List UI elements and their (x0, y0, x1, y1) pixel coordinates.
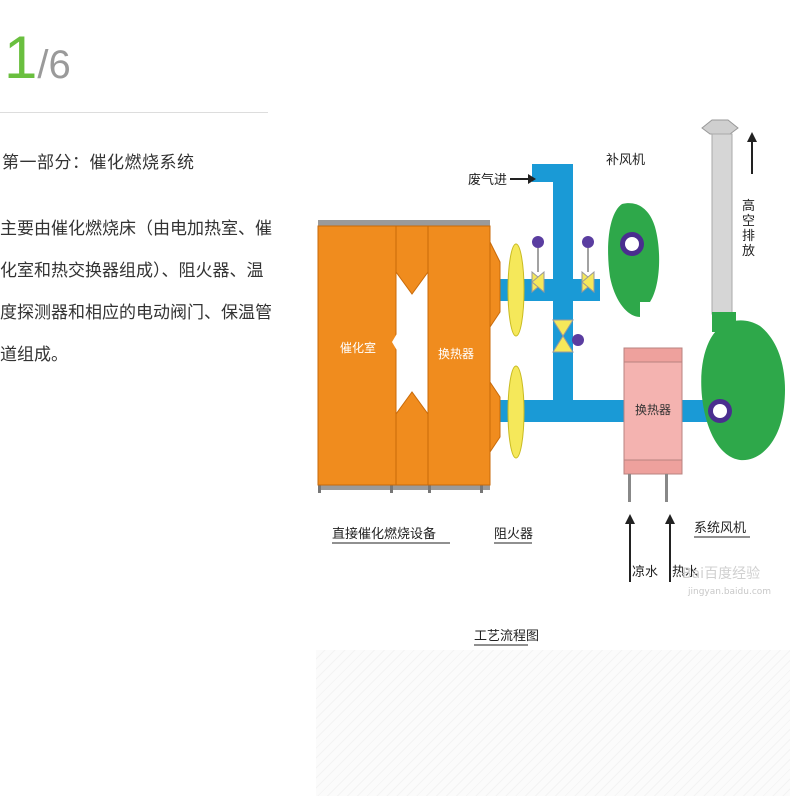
catalytic-chamber-label: 催化室 (340, 340, 376, 355)
heat-exchanger-nozzle-upper (489, 241, 501, 329)
valve-actuator-3 (572, 334, 584, 346)
exhaust-stack-cap (701, 119, 739, 135)
valve-upper-right-b (581, 270, 595, 294)
equipment-base (318, 485, 490, 490)
exchanger-leg-right (665, 474, 668, 502)
supplement-fan-hub-inner (625, 237, 639, 251)
catalytic-chamber (317, 225, 397, 486)
valve-actuator-1 (532, 236, 544, 248)
waste-gas-inlet-label: 废气进 (468, 172, 507, 188)
faded-background-area (316, 650, 790, 796)
system-fan-label: 系统风机 (694, 521, 746, 536)
waste-gas-arrowhead (528, 174, 536, 184)
exhaust-arrowhead (747, 132, 757, 142)
heat-exchanger-nozzle-lower (489, 380, 501, 454)
valve-middle-b (552, 335, 574, 353)
system-fan (701, 320, 785, 461)
flame-arrester-lower (507, 365, 525, 459)
hot-water-arrowhead (665, 514, 675, 524)
heat-exchanger-main-label: 换热器 (438, 347, 474, 361)
cold-water-arrowhead (625, 514, 635, 524)
page-total: /6 (37, 43, 71, 87)
valve-upper-left-b (531, 270, 545, 294)
cold-water-label: 凉水 (632, 565, 658, 580)
supplement-fan (608, 203, 660, 317)
high-exhaust-label: 高空排放 (742, 198, 755, 259)
equipment-leg-4 (480, 485, 483, 493)
watermark-brand: Bai百度经验 (682, 566, 760, 582)
system-fan-outlet (712, 312, 736, 332)
connector-upper (395, 225, 429, 295)
valve-actuator-2 (582, 236, 594, 248)
direct-combustion-label: 直接催化燃烧设备 (332, 526, 436, 542)
page-counter: 1/6 (4, 18, 71, 98)
divider (0, 112, 268, 113)
exchanger-leg-left (628, 474, 631, 502)
page-current: 1 (4, 24, 38, 91)
system-fan-hub-inner (713, 404, 727, 418)
heat-exchanger-secondary-top (623, 347, 683, 363)
supplement-fan-label: 补风机 (606, 153, 645, 168)
process-flow-label: 工艺流程图 (474, 629, 539, 644)
valve-middle (552, 319, 574, 337)
equipment-frame (318, 220, 490, 226)
equipment-leg-2 (390, 485, 393, 493)
connector-window (392, 308, 432, 376)
body-paragraph: 主要由催化燃烧床（由电加热室、催化室和热交换器组成）、阻火器、温度探测器和相应的… (0, 219, 272, 365)
pipe-inlet-vertical (553, 164, 573, 289)
flame-arrester-label: 阻火器 (494, 527, 533, 542)
connector-lower (395, 391, 429, 486)
heat-exchanger-secondary (623, 347, 683, 475)
watermark-url: jingyan.baidu.com (687, 587, 771, 597)
equipment-leg-1 (318, 485, 321, 493)
heat-exchanger-secondary-label: 换热器 (635, 403, 671, 417)
process-flow-diagram: 催化室 换热器 废气进 补风机 (310, 112, 800, 652)
heat-exchanger-secondary-bottom (623, 459, 683, 475)
flame-arrester-upper (507, 243, 525, 337)
exhaust-stack (711, 133, 733, 315)
heat-exchanger-main (427, 225, 491, 486)
equipment-leg-3 (428, 485, 431, 493)
hot-water-label: 热水 (672, 565, 698, 580)
section-title: 第一部分：催化燃烧系统 (2, 153, 195, 173)
pipe-inlet-top (532, 164, 573, 182)
